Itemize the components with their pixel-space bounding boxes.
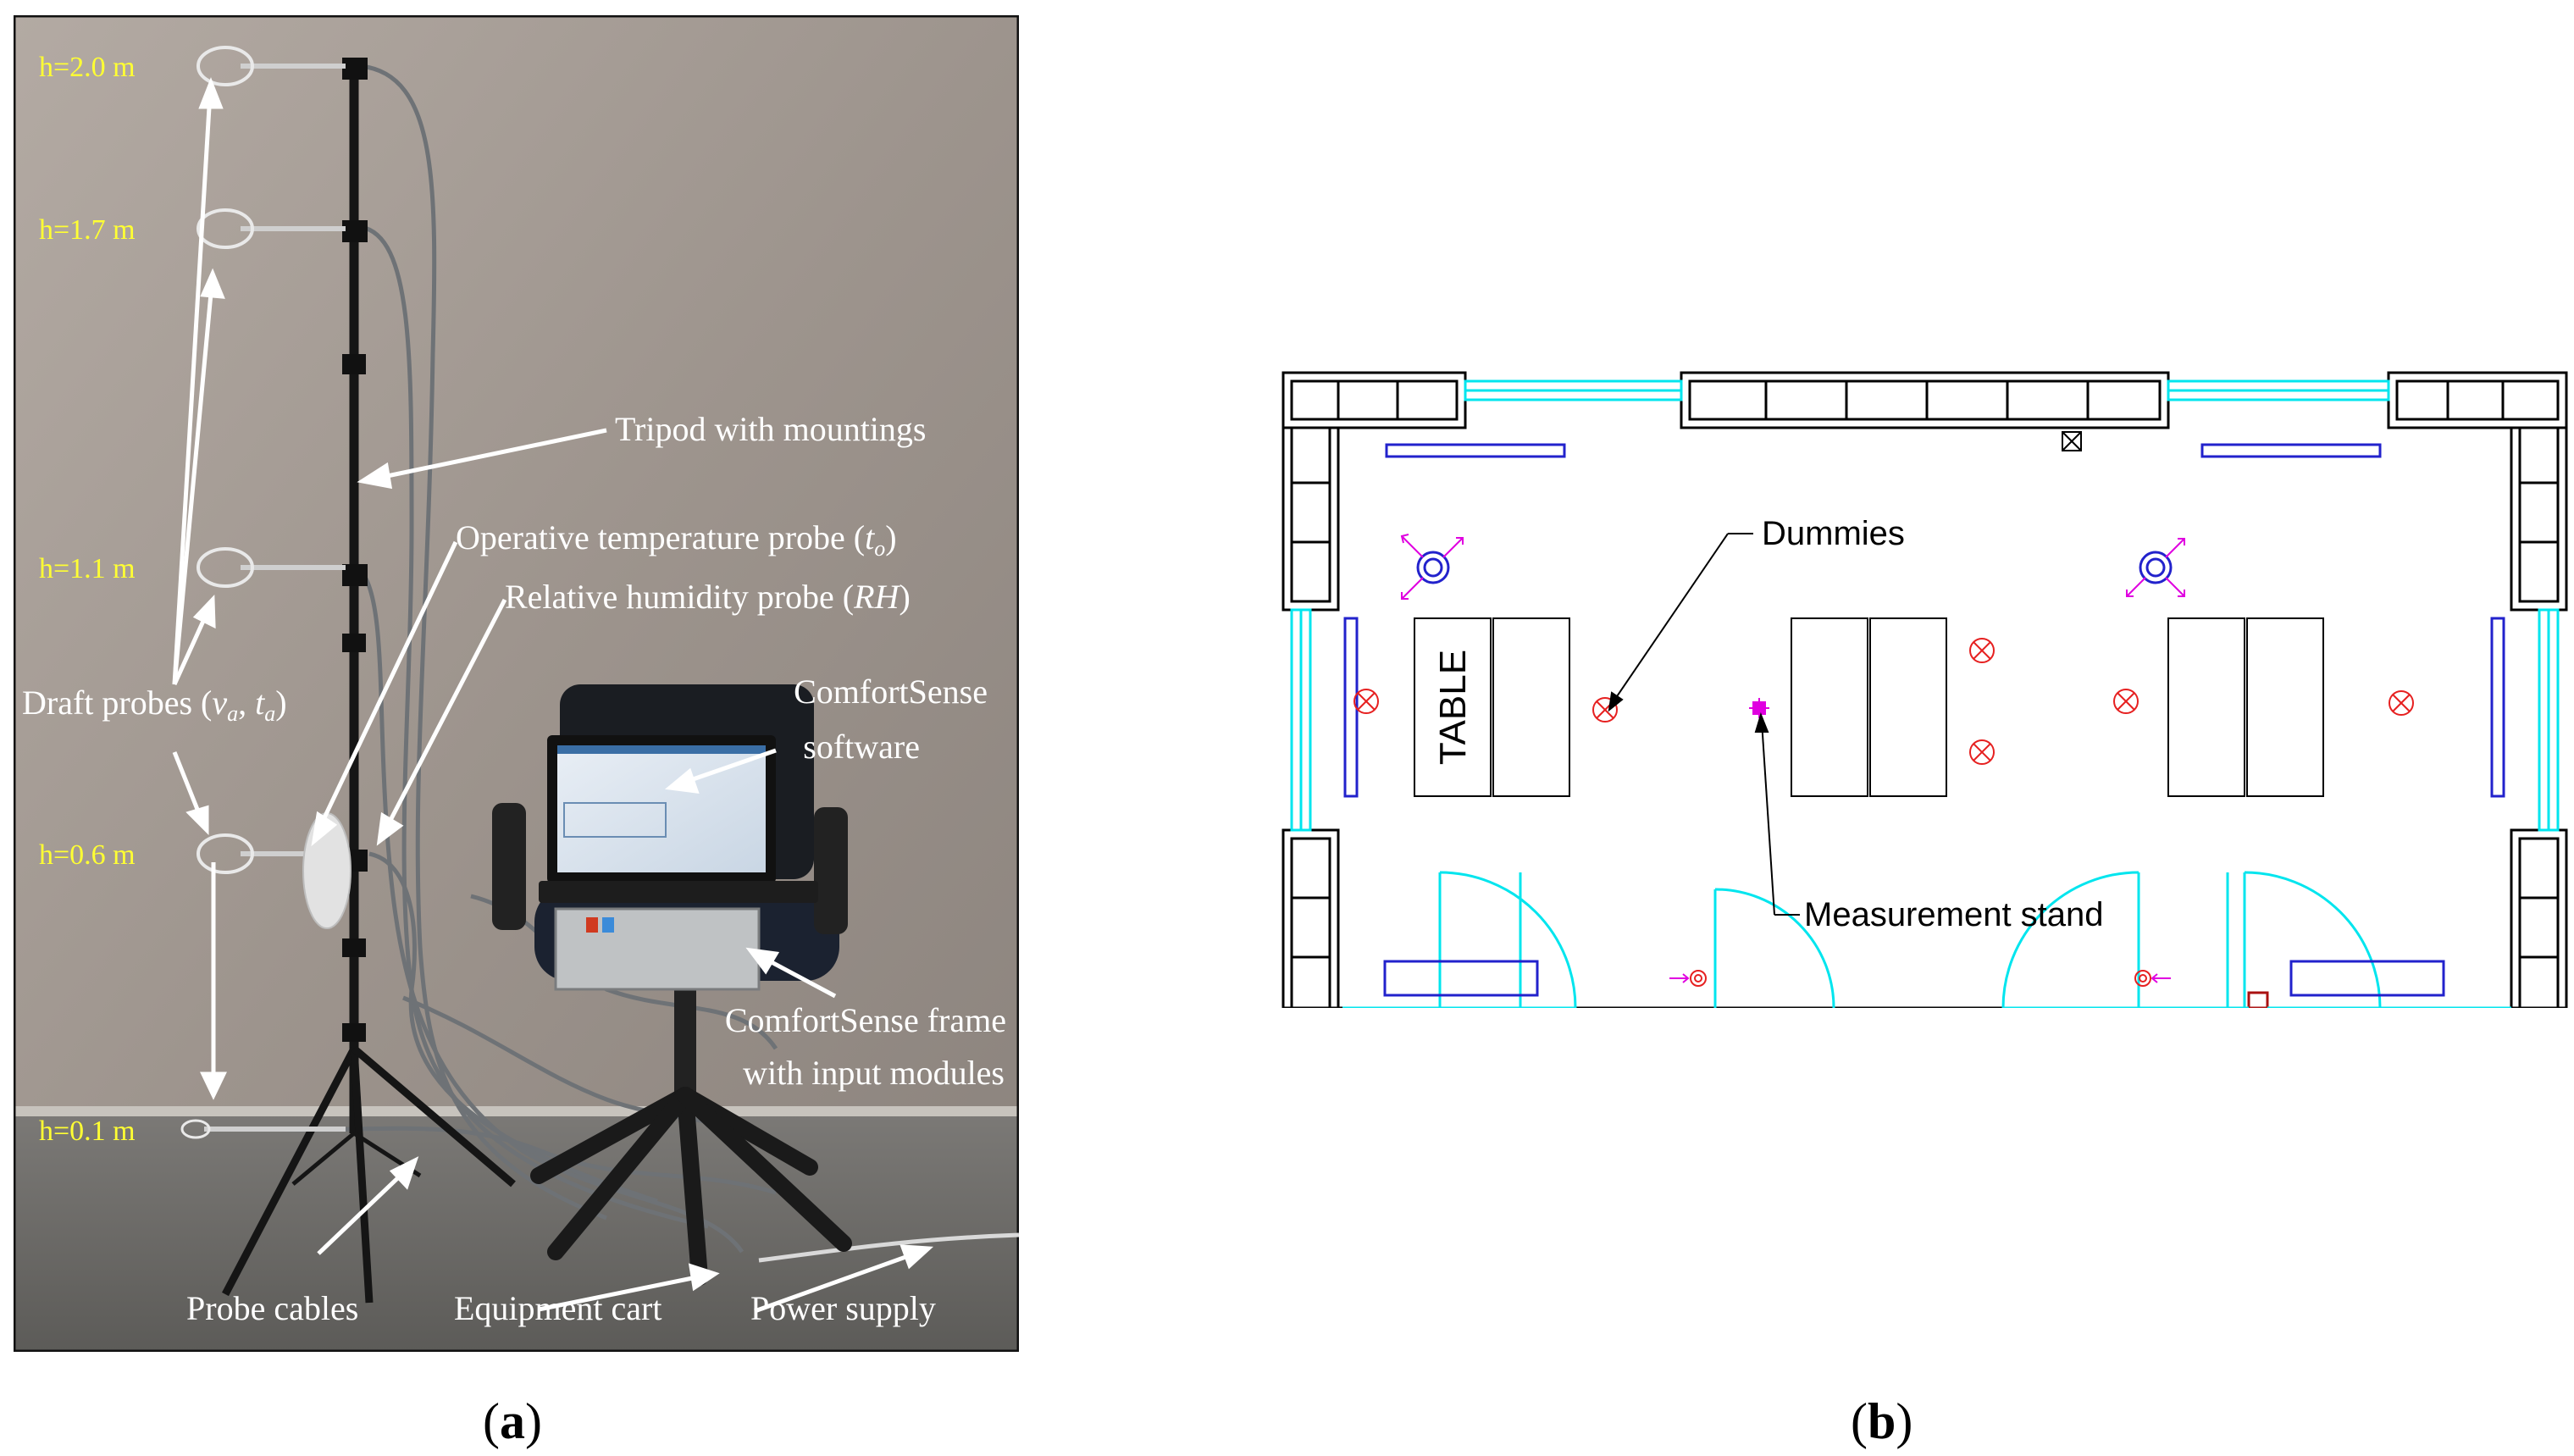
tables — [1414, 617, 2324, 797]
caption-b: (b) — [1851, 1393, 1913, 1449]
height-label-0-6: h=0.6 m — [39, 839, 136, 871]
exterior-walls — [1281, 371, 2568, 1008]
photo-frame — [14, 15, 1019, 1352]
component-labels: Tripod with mountings Operative temperat… — [22, 410, 1006, 1327]
height-label-0-1: h=0.1 m — [39, 1116, 136, 1147]
floor-plan-panel: TABLE Dummies Measure — [1281, 371, 2568, 1008]
dummy-5 — [2113, 689, 2139, 714]
floor-probe — [180, 1119, 211, 1139]
label-software-line2: software — [803, 728, 920, 766]
dummy-3 — [1969, 638, 1995, 663]
exhaust-grilles — [1690, 970, 2151, 987]
comfortsense-frame — [554, 907, 761, 991]
radiators — [1343, 443, 2505, 997]
ceiling-diffusers — [1416, 551, 2173, 584]
annotation-arrows — [172, 77, 934, 1314]
label-power-supply: Power supply — [750, 1289, 936, 1327]
label-operative-probe: Operative temperature probe (to) — [456, 518, 897, 561]
dummy-1 — [1353, 689, 1379, 714]
measurement-stand — [1749, 698, 1769, 718]
leader-lines — [1608, 533, 1800, 916]
photo-panel: h=2.0 m h=1.7 m h=1.1 m h=0.6 m h=0.1 m … — [14, 15, 1019, 1352]
dummy-6 — [2389, 690, 2414, 716]
table-label: TABLE — [1432, 650, 1474, 765]
measurement-stand-label: Measurement stand — [1804, 896, 2104, 933]
dummies-label: Dummies — [1762, 515, 1905, 552]
windows — [1290, 379, 2560, 832]
power-cable — [758, 1232, 1019, 1263]
height-label-1-7: h=1.7 m — [39, 214, 136, 246]
exhaust-box — [2062, 431, 2082, 451]
label-draft-probes: Draft probes (va, ta) — [22, 684, 287, 726]
height-label-2-0: h=2.0 m — [39, 52, 136, 83]
caption-a: (a) — [483, 1393, 542, 1449]
height-labels: h=2.0 m h=1.7 m h=1.1 m h=0.6 m h=0.1 m — [39, 52, 136, 1147]
label-tripod: Tripod with mountings — [615, 410, 926, 448]
height-label-1-1: h=1.1 m — [39, 553, 136, 584]
baseboard — [14, 1106, 1019, 1116]
dummies — [1353, 638, 2414, 765]
label-humidity-probe: Relative humidity probe (RH) — [505, 578, 911, 616]
tripod-clamps — [342, 58, 368, 1042]
dummy-4 — [1969, 739, 1995, 765]
doors — [1342, 871, 2511, 1008]
label-equipment-cart: Equipment cart — [454, 1289, 661, 1327]
label-software-line1: ComfortSense — [794, 673, 988, 711]
label-frame-line1: ComfortSense frame — [725, 1001, 1006, 1039]
diffuser-arrows — [1400, 534, 2185, 983]
label-frame-line2: with input modules — [743, 1054, 1005, 1092]
label-probe-cables: Probe cables — [186, 1289, 358, 1327]
